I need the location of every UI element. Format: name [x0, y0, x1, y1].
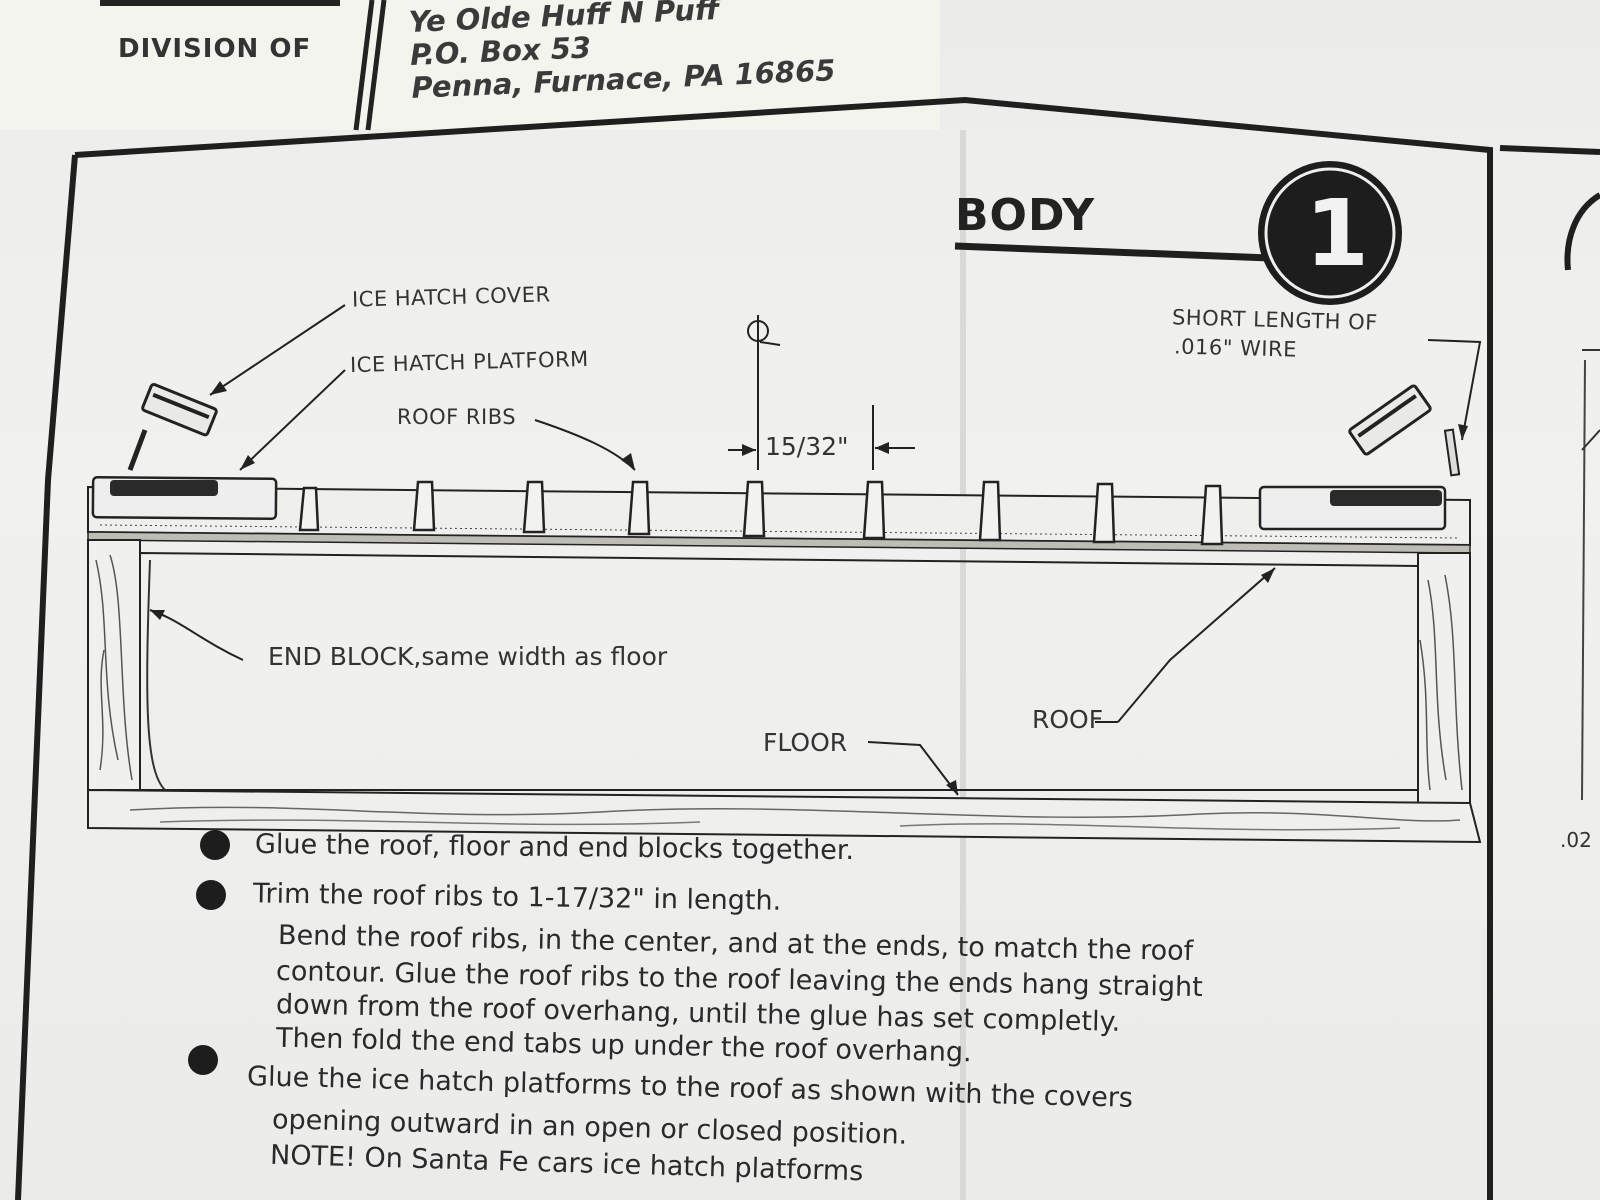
right-ice-hatch-platform [1258, 485, 1447, 531]
bullet-2 [196, 880, 226, 910]
instruction-1: Glue the roof, floor and end blocks toge… [254, 828, 855, 867]
label-rib-spacing: 15/32" [765, 432, 849, 461]
label-roof: ROOF [1032, 705, 1104, 734]
label-end-block: END BLOCK,same width as floor [268, 642, 668, 671]
bullet-3 [188, 1045, 218, 1075]
bullet-1 [200, 830, 230, 860]
step-number-badge [1258, 161, 1402, 305]
roof-ribs [298, 480, 1224, 546]
header-divider-bars [353, 0, 387, 131]
division-label: DIVISION OF [118, 34, 312, 64]
section-title: BODY [955, 190, 1096, 241]
centerline-symbol [747, 315, 781, 470]
step-number: 1 [1305, 180, 1370, 287]
label-roof-ribs: ROOF RIBS [397, 405, 517, 429]
label-short-wire-line-2: .016" WIRE [1173, 334, 1298, 362]
top-rule [100, 0, 340, 6]
label-right-edge-partial: .02 [1560, 828, 1592, 852]
right-ice-hatch-cover [1348, 384, 1432, 456]
left-ice-hatch-cover [141, 382, 218, 437]
label-floor: FLOOR [763, 728, 848, 757]
left-ice-hatch-platform [91, 476, 278, 521]
